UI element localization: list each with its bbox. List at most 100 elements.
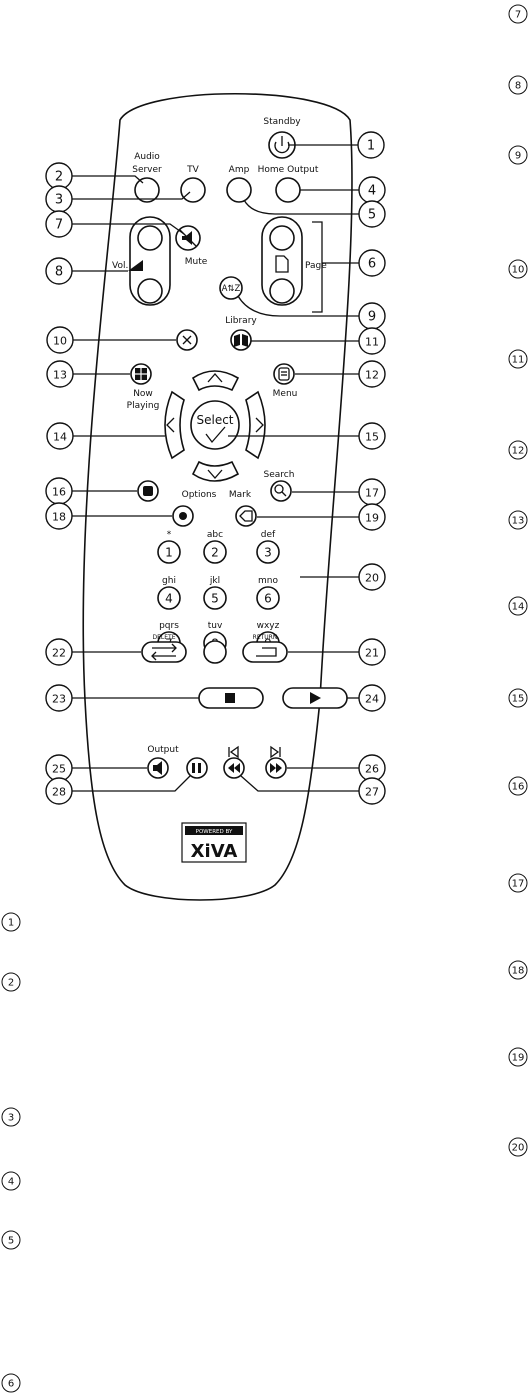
delete-button[interactable] (141, 641, 187, 663)
legend-number: 1 (8, 918, 14, 929)
callout-number: 19 (365, 512, 379, 525)
library-label: Library (225, 316, 257, 326)
page-bracket (312, 221, 323, 313)
keypad-number: 5 (211, 592, 219, 606)
callout-number: 27 (365, 786, 379, 799)
select-label: Select (196, 413, 233, 427)
keypad-sub-label: mno (258, 576, 278, 586)
xiva-logo: POWERED BY XiVA (181, 822, 247, 863)
keypad-number: 1 (165, 546, 173, 560)
callout-circle-10 (46, 326, 74, 354)
legend-number: 15 (512, 694, 525, 705)
home-output-label: Home Output (258, 165, 319, 175)
callout-number: 4 (368, 184, 376, 199)
callout-number: 16 (52, 486, 66, 499)
previous-icon (228, 745, 239, 759)
keypad-key-1[interactable] (157, 540, 181, 564)
chevron-up-icon (207, 373, 223, 383)
callout-number: 12 (365, 369, 379, 382)
callout-circle-20 (358, 563, 386, 591)
menu-button[interactable] (273, 363, 295, 385)
space-button[interactable] (203, 640, 227, 664)
page-down-button[interactable] (269, 278, 295, 304)
play-icon (310, 692, 321, 704)
callout-number: 24 (365, 693, 379, 706)
speaker-icon (153, 761, 162, 775)
callout-number: 17 (365, 487, 379, 500)
callout-number: 28 (52, 786, 66, 799)
mute-label: Mute (185, 257, 208, 267)
output-label: Output (147, 745, 179, 755)
now-label: Now (133, 389, 153, 399)
stop-icon (225, 693, 235, 703)
callout-circle-8 (45, 257, 73, 285)
svg-text:XiVA: XiVA (191, 841, 238, 862)
volume-up-button[interactable] (137, 225, 163, 251)
mark-button[interactable] (235, 505, 257, 527)
az-button[interactable] (219, 276, 243, 300)
keypad-number: 6 (264, 592, 272, 606)
square-icon (143, 486, 153, 496)
dpad-right-button[interactable] (245, 390, 266, 460)
legend-number: 16 (512, 782, 525, 793)
keypad-key-2[interactable] (203, 540, 227, 564)
page-up-button[interactable] (269, 225, 295, 251)
callout-circle-11 (358, 327, 386, 355)
fast-forward-icon (270, 763, 282, 773)
legend-number: 9 (515, 151, 521, 162)
legend-marker-18 (508, 960, 528, 980)
chevron-right-icon (255, 417, 264, 433)
callout-circle-23 (45, 684, 73, 712)
callout-number: 22 (52, 647, 66, 660)
legend-number: 10 (512, 265, 525, 276)
pause-button[interactable] (186, 757, 208, 779)
volume-down-button[interactable] (137, 278, 163, 304)
keypad-sub-label: abc (207, 530, 223, 540)
legend-number: 20 (512, 1143, 525, 1154)
legend-number: 17 (512, 879, 525, 890)
legend-number: 11 (512, 355, 525, 366)
callout-number: 14 (53, 431, 67, 444)
legend-number: 4 (8, 1177, 14, 1188)
chevron-left-icon (166, 417, 175, 433)
callout-number: 13 (53, 369, 67, 382)
legend-marker-6 (1, 1373, 21, 1393)
keypad-key-4[interactable] (157, 586, 181, 610)
search-button[interactable] (270, 480, 292, 502)
keypad-key-6[interactable] (256, 586, 280, 610)
book-icon (234, 334, 248, 347)
callout-number: 7 (55, 218, 63, 233)
dpad-up-button[interactable] (191, 370, 240, 392)
remote-body (82, 93, 353, 901)
tv-label: TV (186, 165, 199, 175)
home-output-button[interactable] (275, 177, 301, 203)
callout-number: 18 (52, 511, 66, 524)
keypad-sub-label: ghi (162, 576, 176, 586)
legend-marker-3 (1, 1107, 21, 1127)
amp-button[interactable] (226, 177, 252, 203)
callout-number: 9 (368, 310, 376, 325)
keypad-key-3[interactable] (256, 540, 280, 564)
callout-number: 25 (52, 763, 66, 776)
dpad-down-button[interactable] (191, 460, 240, 482)
record-icon (179, 512, 187, 520)
keypad-key-5[interactable] (203, 586, 227, 610)
audio-server-button[interactable] (134, 177, 160, 203)
pause-icon (192, 763, 201, 773)
legend-marker-9 (508, 145, 528, 165)
az-label: A⇅Z (222, 284, 241, 294)
callout-circle-18 (45, 502, 73, 530)
dpad-left-button[interactable] (164, 390, 185, 460)
select-button[interactable] (190, 400, 240, 450)
tv-button[interactable] (180, 177, 206, 203)
return-button[interactable] (242, 641, 288, 663)
page-label: Page (305, 261, 327, 271)
space-symbol: ␣ (212, 634, 218, 644)
keypad-sub-label: tuv (208, 621, 223, 631)
tag-icon (239, 510, 253, 522)
return-icon (256, 647, 277, 657)
keypad-number: 3 (264, 546, 272, 560)
legend-number: 5 (8, 1236, 14, 1247)
